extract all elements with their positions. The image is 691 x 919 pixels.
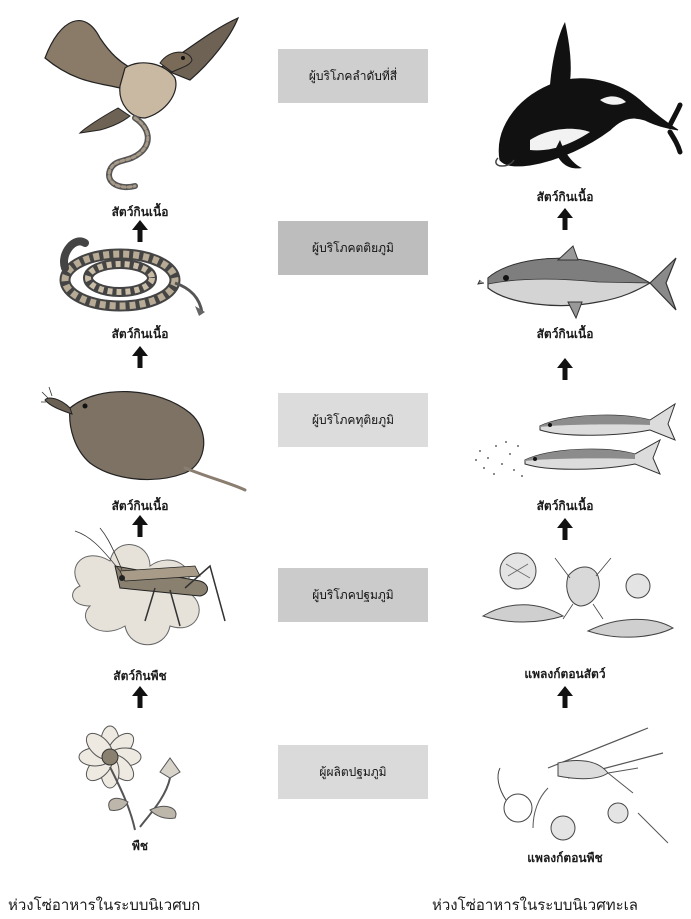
grasshopper-illustration [60, 526, 240, 656]
level-box-2: ผู้บริโภคทุติยภูมิ [278, 393, 428, 447]
sea-label-5: แพลงก์ตอนพืช [527, 849, 602, 868]
killer-whale-illustration [470, 20, 680, 170]
sea-label-4: แพลงก์ตอนสัตว์ [524, 665, 605, 684]
up-arrow-icon [132, 686, 148, 708]
sea-caption: ห่วงโซ่อาหารในระบบนิเวศทะเล [432, 893, 638, 917]
flowering-plant-illustration [70, 722, 200, 832]
up-arrow-icon [132, 346, 148, 368]
level-label: ผู้ผลิตปฐมภูมิ [319, 763, 386, 782]
level-box-3: ผู้บริโภคตติยภูมิ [278, 221, 428, 275]
level-box-1: ผู้บริโภคปฐมภูมิ [278, 568, 428, 622]
sea-label-3: สัตว์กินเนื้อ [537, 497, 594, 516]
rattlesnake-illustration [50, 228, 210, 318]
up-arrow-icon [557, 686, 573, 708]
up-arrow-icon [132, 515, 148, 537]
land-label-2: สัตว์กินเนื้อ [112, 325, 169, 344]
land-label-4: สัตว์กินพืช [113, 667, 166, 686]
level-label: ผู้บริโภคตติยภูมิ [312, 239, 394, 258]
zooplankton-illustration [478, 546, 678, 656]
sea-label-1: สัตว์กินเนื้อ [537, 188, 594, 207]
shrew-illustration [40, 368, 250, 498]
level-box-0: ผู้ผลิตปฐมภูมิ [278, 745, 428, 799]
level-box-4: ผู้บริโภคลำดับที่สี่ [278, 49, 428, 103]
up-arrow-icon [132, 220, 148, 242]
land-caption: ห่วงโซ่อาหารในระบบนิเวศบก [8, 893, 200, 917]
level-label: ผู้บริโภคปฐมภูมิ [312, 586, 393, 605]
up-arrow-icon [557, 358, 573, 380]
sea-label-2: สัตว์กินเนื้อ [537, 325, 594, 344]
level-label: ผู้บริโภคทุติยภูมิ [312, 411, 394, 430]
level-label: ผู้บริโภคลำดับที่สี่ [309, 67, 397, 86]
land-label-5: พืช [132, 837, 148, 856]
phytoplankton-illustration [488, 718, 678, 848]
up-arrow-icon [557, 518, 573, 540]
up-arrow-icon [557, 208, 573, 230]
sardines-illustration [470, 396, 680, 491]
tuna-illustration [478, 238, 678, 333]
land-label-3: สัตว์กินเนื้อ [112, 497, 169, 516]
hawk-illustration [40, 8, 240, 198]
